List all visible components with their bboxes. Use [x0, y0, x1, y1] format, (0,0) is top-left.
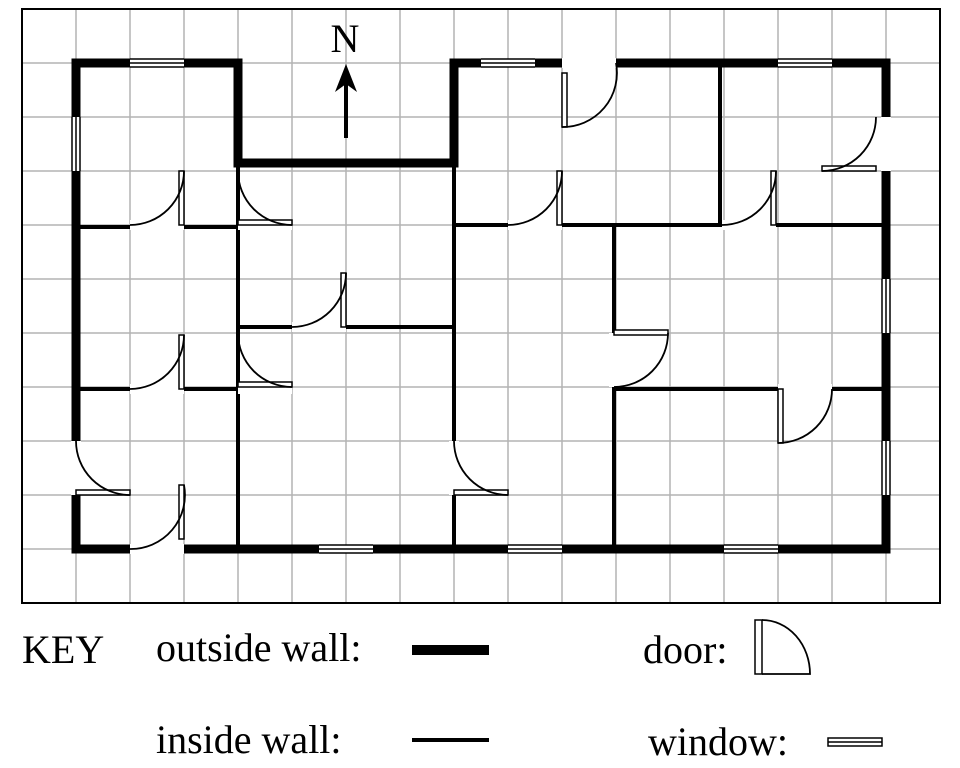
door-icon — [237, 170, 293, 230]
window-icon — [319, 544, 373, 554]
door-icon — [449, 440, 509, 496]
door-icon — [609, 329, 669, 388]
window-icon — [724, 544, 778, 554]
north-label: N — [331, 16, 360, 61]
walls — [71, 58, 891, 554]
grid-border — [21, 8, 941, 604]
inside-wall-label: inside wall: — [156, 717, 342, 762]
north-arrow-icon — [335, 64, 357, 138]
grid — [21, 8, 941, 604]
door-label: door: — [643, 627, 728, 672]
door-icon — [237, 332, 293, 394]
window-icon — [481, 58, 535, 68]
door-icon — [129, 170, 185, 230]
window-icon — [827, 737, 883, 747]
window-icon — [881, 441, 891, 495]
outside-wall-label: outside wall: — [156, 625, 362, 670]
windows — [71, 58, 891, 554]
window-icon — [508, 544, 562, 554]
door-icon — [507, 170, 563, 230]
door-icon — [291, 272, 347, 332]
door-icon — [129, 484, 186, 554]
window-icon — [778, 58, 832, 68]
door-icon — [721, 170, 777, 230]
door-icon — [777, 384, 833, 444]
doors — [71, 58, 891, 554]
key-title: KEY — [22, 627, 105, 672]
window-icon — [881, 279, 891, 333]
door-icon — [71, 440, 131, 496]
door-icon — [754, 619, 811, 675]
window-label: window: — [648, 719, 788, 764]
window-icon — [71, 117, 81, 171]
door-icon — [561, 58, 618, 128]
door-icon — [129, 334, 185, 394]
door-icon — [821, 116, 891, 172]
window-icon — [130, 58, 184, 68]
